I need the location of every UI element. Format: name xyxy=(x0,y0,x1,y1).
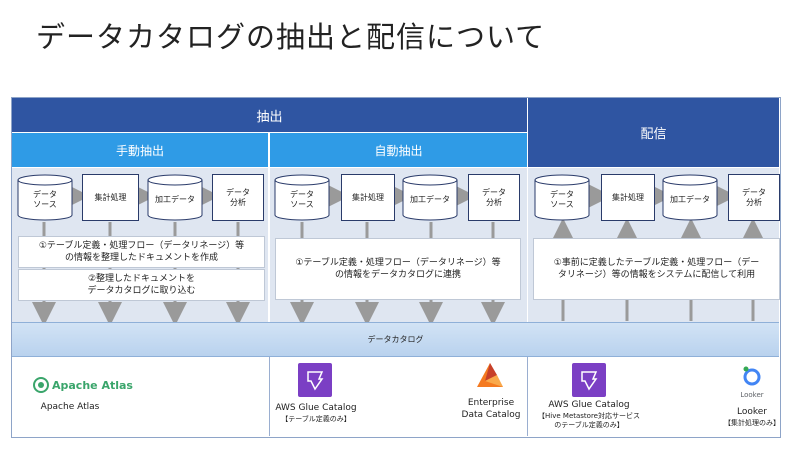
aws-glue-icon-2 xyxy=(572,363,606,397)
delivery-processed-label: 加工データ xyxy=(670,195,710,204)
auto-aggregate-box: 集計処理 xyxy=(341,174,395,221)
auto-processed-label: 加工データ xyxy=(410,195,450,204)
enterprise-data-catalog-label: Enterprise Data Catalog xyxy=(461,398,521,420)
manual-extract-header: 手動抽出 xyxy=(12,133,268,167)
auto-analysis-box: データ 分析 xyxy=(468,174,520,221)
manual-step-2-note: ②整理したドキュメントを データカタログに取り込む xyxy=(18,269,265,301)
extract-header-label: 抽出 xyxy=(256,109,283,125)
aws-glue-icon-1 xyxy=(298,363,332,397)
separator-2 xyxy=(527,355,528,436)
aws-glue-catalog-1: AWS Glue Catalog 【テーブル定義のみ】 xyxy=(268,403,364,424)
manual-source-label: データ ソース xyxy=(33,190,57,209)
manual-extract-label: 手動抽出 xyxy=(115,143,164,158)
manual-processed-label: 加工データ xyxy=(155,195,195,204)
manual-step-1-note: ①テーブル定義・処理フロー（データリネージ）等 の情報を整理したドキュメントを作… xyxy=(18,236,265,268)
aws-glue-catalog-2-label: AWS Glue Catalog xyxy=(548,400,630,410)
auto-step-1-note: ①テーブル定義・処理フロー（データリネージ）等 の情報をデータカタログに連携 xyxy=(275,238,521,300)
auto-extract-header: 自動抽出 xyxy=(270,133,527,167)
page-title: データカタログの抽出と配信について xyxy=(36,20,546,54)
manual-aggregate-box: 集計処理 xyxy=(82,174,139,221)
looker-logo-text: Looker xyxy=(740,391,764,399)
looker-icon xyxy=(743,366,761,386)
auto-source-label: データ ソース xyxy=(290,190,314,209)
data-catalog-label: データカタログ xyxy=(367,335,424,344)
informatica-icon xyxy=(473,359,507,393)
auto-extract-label: 自動抽出 xyxy=(374,143,423,158)
delivery-header: 配信 xyxy=(528,98,779,167)
delivery-analysis-box: データ 分析 xyxy=(728,174,780,221)
delivery-aggregate-box: 集計処理 xyxy=(601,174,655,221)
looker-note: 【集計処理のみ】 xyxy=(724,418,780,427)
apache-atlas-logo-text: Apache Atlas xyxy=(52,378,133,392)
delivery-header-label: 配信 xyxy=(640,127,667,142)
extract-header: 抽出 xyxy=(12,98,527,132)
data-catalog-bar: データカタログ xyxy=(12,322,779,357)
manual-analysis-box: データ 分析 xyxy=(212,174,264,221)
looker-label: Looker 【集計処理のみ】 xyxy=(712,407,792,428)
looker-logo: Looker xyxy=(735,365,769,401)
apache-atlas-label: Apache Atlas xyxy=(40,402,100,412)
aws-glue-catalog-2: AWS Glue Catalog 【Hive Metastore対応サービス の… xyxy=(533,400,645,430)
separator-1 xyxy=(269,355,270,436)
aws-glue-catalog-2-note-1: 【Hive Metastore対応サービス xyxy=(538,411,640,420)
apache-atlas-logo: Apache Atlas xyxy=(32,376,133,394)
delivery-step-1-note: ①事前に定義したテーブル定義・処理フロー（デー タリネージ）等の情報をシステムに… xyxy=(533,238,780,300)
apache-atlas-icon xyxy=(33,377,49,393)
aws-glue-catalog-1-label: AWS Glue Catalog xyxy=(275,403,357,413)
delivery-source-label: データ ソース xyxy=(550,190,574,209)
aws-glue-catalog-1-note: 【テーブル定義のみ】 xyxy=(281,414,351,423)
aws-glue-catalog-2-note-2: のテーブル定義のみ】 xyxy=(554,420,624,429)
looker-name: Looker xyxy=(737,407,767,417)
